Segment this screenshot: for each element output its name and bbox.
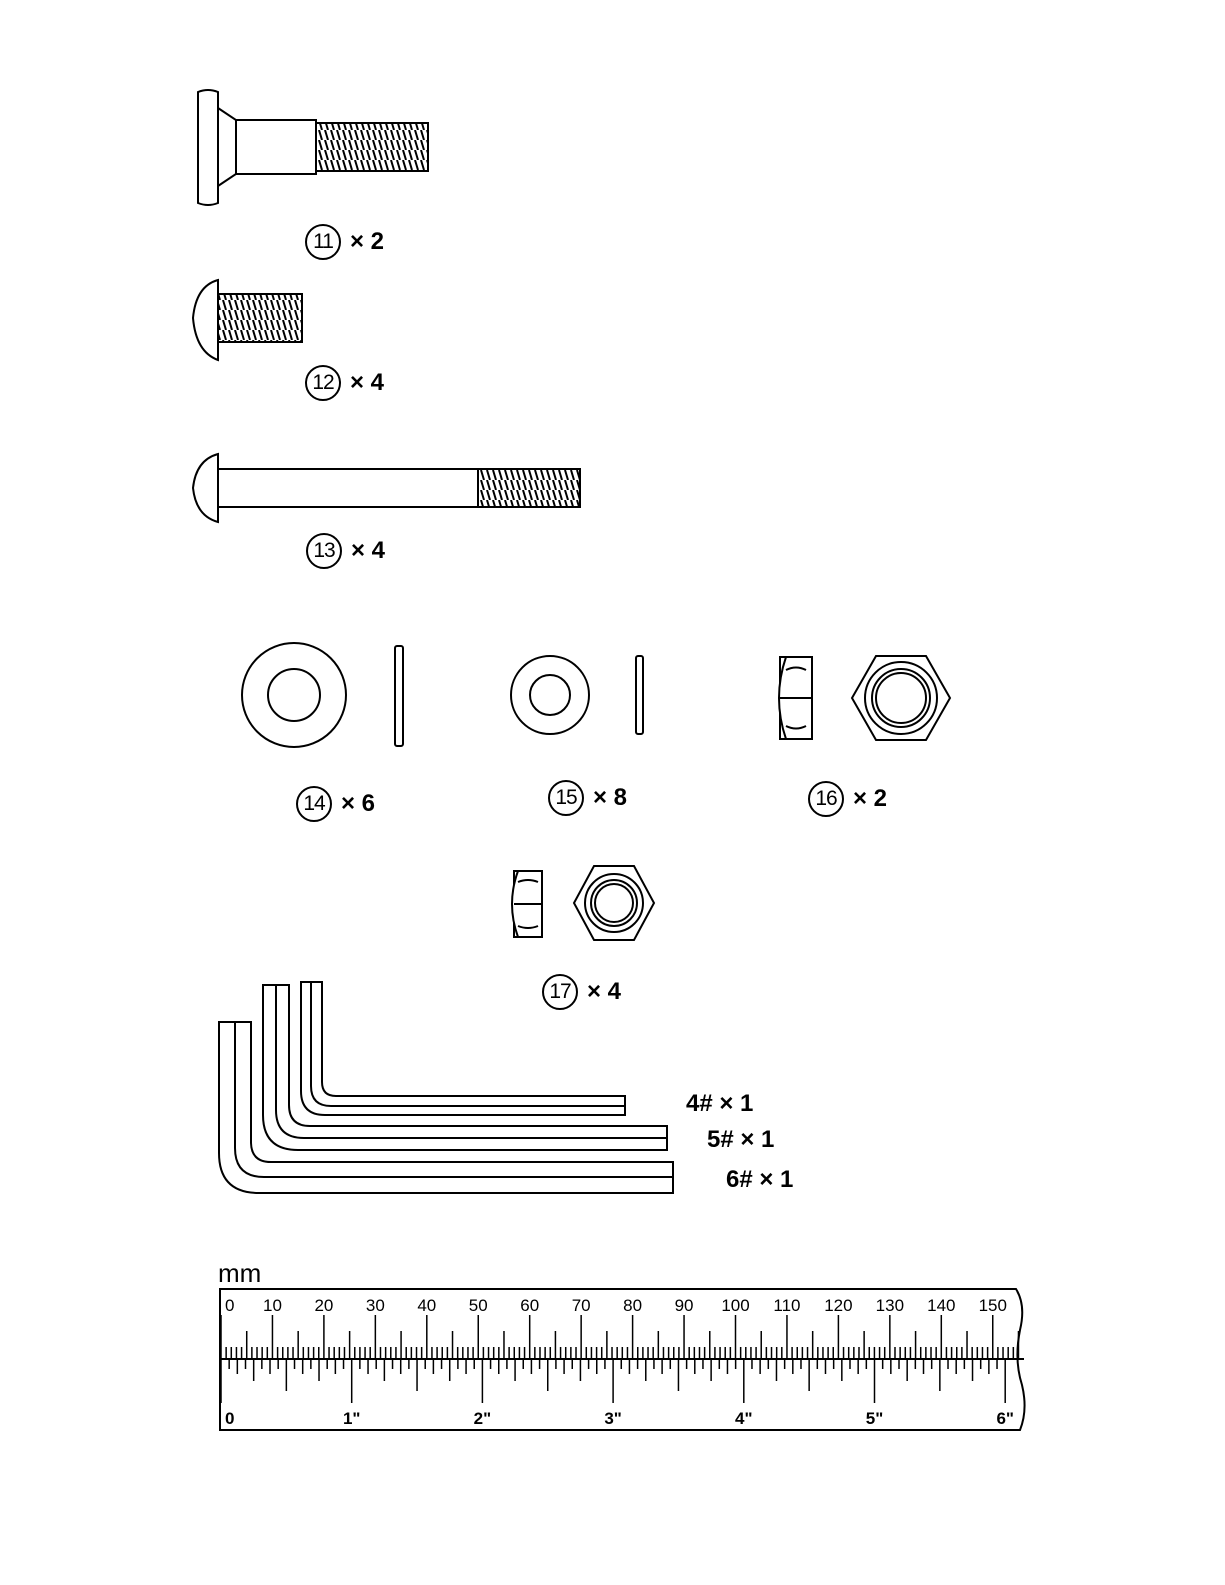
hex-key-label-5: 5# × 1 — [707, 1128, 774, 1152]
washer-icon — [511, 656, 643, 734]
washer-icon — [242, 643, 403, 747]
mm-label: 10 — [263, 1296, 282, 1315]
bolt-icon — [198, 90, 428, 205]
mm-label: 40 — [417, 1296, 436, 1315]
mm-label: 130 — [876, 1296, 904, 1315]
inch-label: 6" — [996, 1409, 1014, 1428]
part-number-badge: 13 — [306, 533, 342, 569]
inch-label: 0 — [225, 1409, 234, 1428]
part-quantity: × 2 — [853, 785, 887, 812]
part-quantity: × 2 — [350, 228, 384, 255]
part-quantity: × 4 — [351, 537, 385, 564]
inch-label: 4" — [735, 1409, 753, 1428]
ruler-unit-label: mm — [218, 1258, 261, 1289]
inch-label: 5" — [866, 1409, 884, 1428]
part-label-13: 13 × 4 — [306, 533, 385, 569]
mm-label: 0 — [225, 1296, 234, 1315]
mm-label: 90 — [675, 1296, 694, 1315]
inch-label: 3" — [604, 1409, 622, 1428]
mm-label: 80 — [623, 1296, 642, 1315]
part-label-12: 12 × 4 — [305, 365, 384, 401]
mm-label: 120 — [824, 1296, 852, 1315]
mm-label: 100 — [721, 1296, 749, 1315]
part-number-badge: 15 — [548, 780, 584, 816]
bolt-icon — [193, 280, 302, 360]
part-label-17: 17 × 4 — [542, 974, 621, 1010]
part-quantity: × 4 — [350, 369, 384, 396]
part-number-badge: 17 — [542, 974, 578, 1010]
mm-label: 110 — [773, 1296, 800, 1315]
lock-nut-icon — [512, 866, 654, 940]
lock-nut-icon — [779, 656, 950, 740]
hex-key-icon — [219, 982, 673, 1193]
hex-key-label-6: 6# × 1 — [726, 1168, 793, 1192]
part-quantity: × 4 — [587, 978, 621, 1005]
mm-label: 150 — [979, 1296, 1007, 1315]
part-number-badge: 16 — [808, 781, 844, 817]
part-quantity: × 8 — [593, 784, 627, 811]
part-number-badge: 14 — [296, 786, 332, 822]
part-quantity: × 6 — [341, 790, 375, 817]
part-label-11: 11 × 2 — [305, 224, 384, 260]
mm-label: 140 — [927, 1296, 955, 1315]
bolt-icon — [193, 454, 580, 522]
mm-label: 60 — [520, 1296, 539, 1315]
mm-label: 70 — [572, 1296, 591, 1315]
mm-label: 50 — [469, 1296, 488, 1315]
part-number-badge: 11 — [305, 224, 341, 260]
mm-label: 30 — [366, 1296, 385, 1315]
part-label-15: 15 × 8 — [548, 780, 627, 816]
inch-label: 2" — [474, 1409, 492, 1428]
mm-label: 20 — [314, 1296, 333, 1315]
inch-label: 1" — [343, 1409, 361, 1428]
part-number-badge: 12 — [305, 365, 341, 401]
ruler-icon: 0 10 20 30 40 50 60 70 80 90 100 110 120 130 140 150 0 1… — [220, 1289, 1025, 1430]
hex-key-label-4: 4# × 1 — [686, 1092, 753, 1116]
part-label-14: 14 × 6 — [296, 786, 375, 822]
part-label-16: 16 × 2 — [808, 781, 887, 817]
